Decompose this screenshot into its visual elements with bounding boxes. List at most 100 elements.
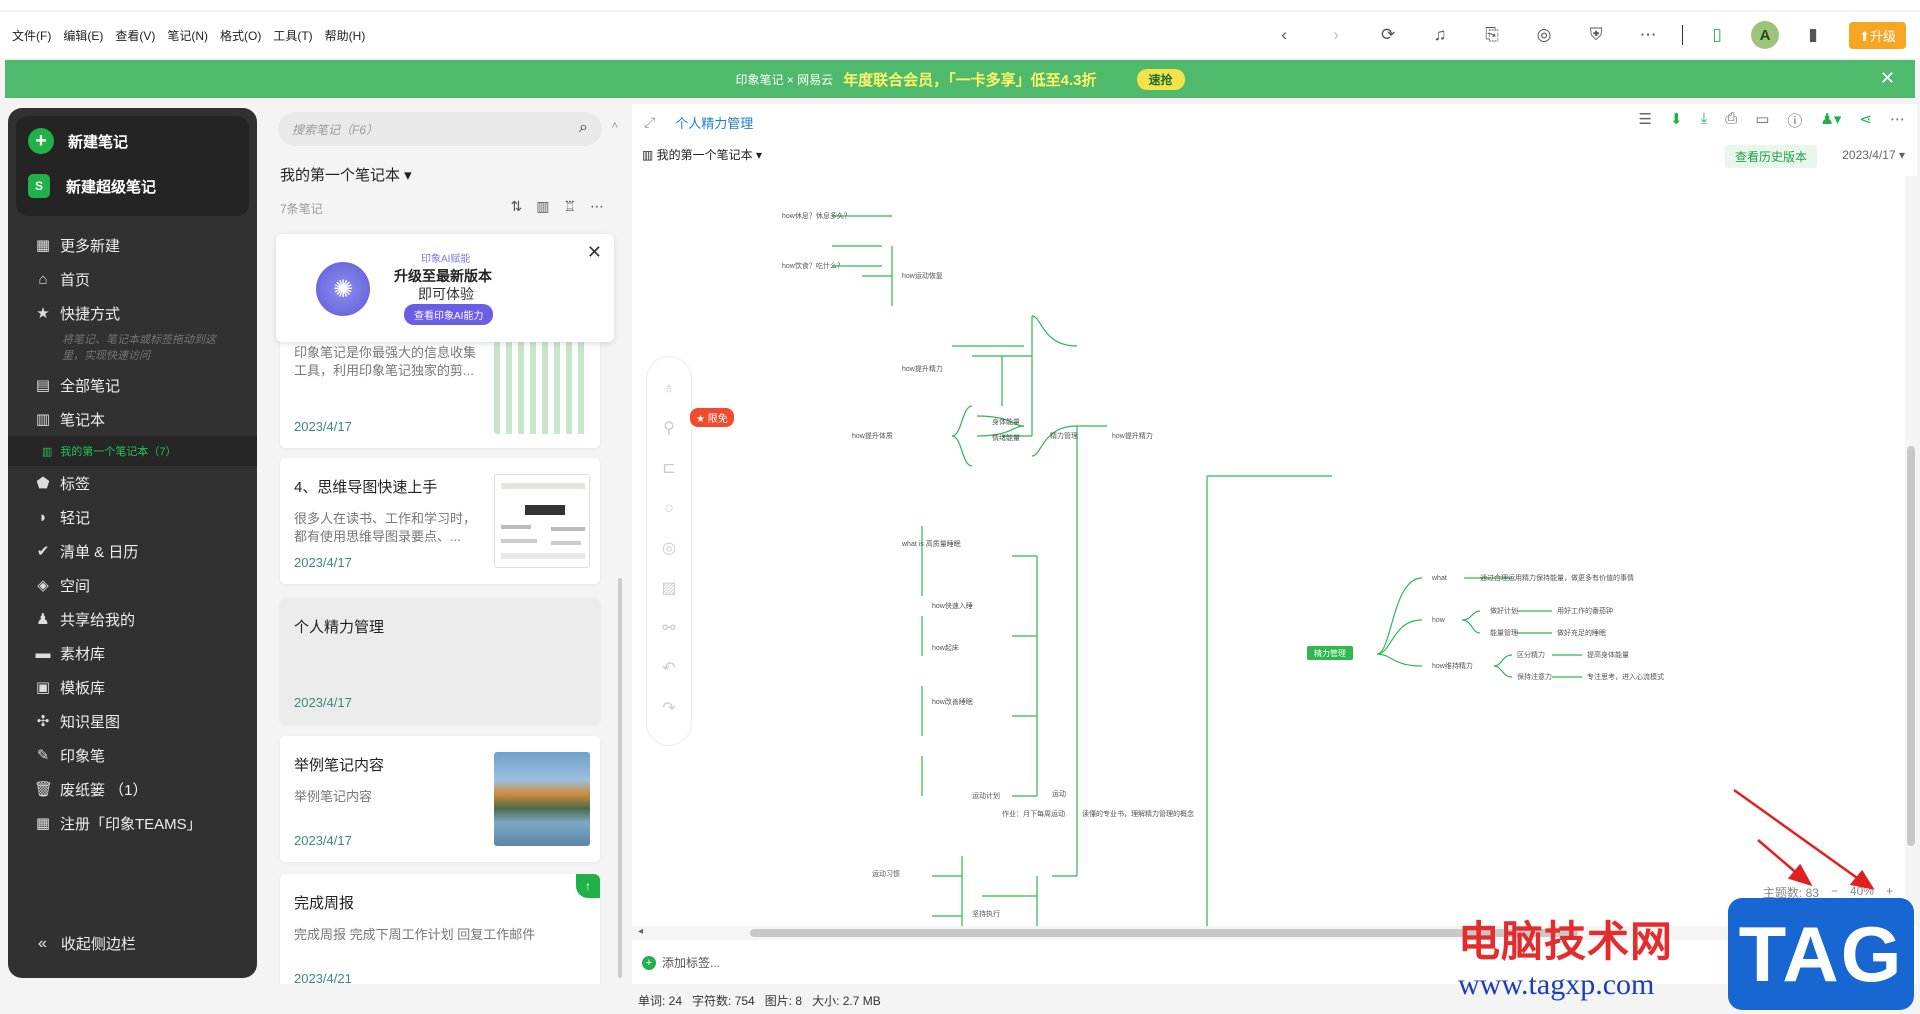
note-card[interactable]: 印象笔记是你最强大的信息收集工具，利用印象笔记独家的剪... 2023/4/17: [280, 338, 600, 448]
limited-free-badge[interactable]: ★ 限免: [690, 408, 734, 427]
view-icon[interactable]: ▥: [536, 198, 550, 214]
sidebar-item-label: 素材库: [60, 645, 106, 663]
menu-edit[interactable]: 编辑(E): [63, 28, 104, 43]
link-icon[interactable]: ⚯: [662, 620, 676, 637]
menu-file[interactable]: 文件(F): [12, 28, 52, 43]
notebook-selector[interactable]: ▥ 我的第一个笔记本 ▾: [642, 146, 762, 163]
sidebar-item-pen[interactable]: ✎印象笔: [8, 738, 257, 772]
download-icon[interactable]: ⤓: [1700, 110, 1708, 127]
note-card[interactable]: 举例笔记内容 举例笔记内容 2023/4/17: [280, 736, 600, 862]
sidebar-item-trash[interactable]: 🗑废纸篓 （1）: [8, 772, 257, 806]
sidebar-item-shortcuts[interactable]: ★快捷方式: [8, 296, 257, 330]
more-icon[interactable]: ⋯: [1639, 25, 1657, 44]
close-icon[interactable]: ✕: [586, 242, 602, 262]
more-icon[interactable]: ⋯: [590, 198, 604, 214]
search-input[interactable]: 搜索笔记（F6） ⌕: [278, 112, 602, 146]
mindmap-node-what: what: [1431, 575, 1447, 582]
mindmap-canvas[interactable]: 精力管理 what 通过合理运用精力保持能量，做更多有价值的事情 how 做好计…: [632, 176, 1907, 926]
horizontal-scrollbar[interactable]: ◂: [632, 926, 1907, 940]
share-icon[interactable]: ⋖: [1859, 111, 1872, 128]
note-list-scrollbar[interactable]: [618, 578, 622, 978]
sidebar-item-more-new[interactable]: ▦更多新建: [8, 228, 257, 262]
sidebar-item-quicknote[interactable]: ◗轻记: [8, 500, 257, 534]
collaborator-icon[interactable]: ♟▾: [1820, 111, 1842, 128]
note-card[interactable]: 4、思维导图快速上手 很多人在读书、工作和学习时，都有使用思维导图录要点、...…: [280, 458, 600, 584]
new-super-note-button[interactable]: S 新建超级笔记: [28, 174, 156, 198]
picture-icon[interactable]: ▨: [661, 580, 677, 597]
sidebar-item-space[interactable]: ◈空间: [8, 568, 257, 602]
bell-icon[interactable]: ♫: [1433, 25, 1447, 44]
notebook-title[interactable]: 我的第一个笔记本 ▾: [280, 167, 412, 184]
avatar[interactable]: A: [1751, 21, 1780, 49]
sidebar-item-teams[interactable]: ▦注册「印象TEAMS」: [8, 806, 257, 840]
sidebar-item-checklist[interactable]: ✔清单 & 日历: [8, 534, 257, 568]
scroll-thumb[interactable]: [750, 929, 1578, 937]
note-title: 4、思维导图快速上手: [294, 479, 438, 496]
sidebar-item-label: 注册「印象TEAMS」: [60, 815, 202, 833]
circle-icon[interactable]: ○: [664, 500, 674, 517]
sidebar-item-tags[interactable]: ⬟标签: [8, 466, 257, 500]
chevron-up-icon[interactable]: ˄: [611, 120, 618, 132]
info-icon[interactable]: ⓘ: [1787, 113, 1803, 130]
collapse-sidebar-button[interactable]: «收起侧边栏: [38, 933, 136, 954]
ai-view-button[interactable]: 查看印象AI能力: [404, 304, 494, 325]
bulb-icon[interactable]: ♁: [663, 380, 675, 397]
share-out-icon[interactable]: ⎘: [1485, 25, 1499, 44]
sidebar-item-my-first-notebook[interactable]: ▥我的第一个笔记本（7）: [8, 436, 257, 466]
book-icon[interactable]: ▮: [1808, 25, 1818, 44]
scroll-left-icon[interactable]: ◂: [638, 926, 644, 937]
note-card-selected[interactable]: 个人精力管理 2023/4/17: [280, 598, 600, 724]
redo-icon[interactable]: ↷: [662, 700, 676, 717]
menu-tools[interactable]: 工具(T): [273, 28, 313, 43]
sidebar-item-home[interactable]: ⌂首页: [8, 262, 257, 296]
sidebar-item-all-notes[interactable]: ▤全部笔记: [8, 368, 257, 402]
upgrade-label: 升级: [1869, 28, 1896, 44]
note-title-field[interactable]: 个人精力管理: [675, 115, 754, 131]
export-icon[interactable]: ⬇: [1670, 111, 1683, 128]
history-version-button[interactable]: 查看历史版本: [1724, 145, 1817, 168]
banner-grab-button[interactable]: 速抢: [1136, 68, 1185, 90]
upgrade-button[interactable]: ⬆升级: [1849, 21, 1906, 49]
present-icon[interactable]: ▭: [1755, 111, 1770, 128]
mindmap-leaf: 做好充足的睡眠: [1557, 628, 1606, 637]
back-icon[interactable]: ‹: [1281, 25, 1287, 44]
new-note-button[interactable]: + 新建笔记: [28, 128, 128, 154]
zoom-in-button[interactable]: +: [1885, 884, 1893, 898]
expand-icon[interactable]: ⤢: [644, 113, 656, 130]
close-icon[interactable]: ✕: [1879, 68, 1895, 88]
note-card[interactable]: ↑ 完成周报 完成周报 完成下周工作计划 回复工作邮件 2023/4/21: [280, 874, 600, 984]
scroll-thumb[interactable]: [1907, 446, 1915, 846]
menu-view[interactable]: 查看(V): [115, 28, 156, 43]
list-icon[interactable]: ☰: [1638, 111, 1652, 128]
branch-icon[interactable]: ⚲: [663, 420, 675, 437]
phone-icon[interactable]: ▯: [1712, 25, 1722, 44]
sort-icon[interactable]: ⇅: [510, 198, 523, 214]
sync-icon[interactable]: ⟳: [1380, 25, 1396, 44]
menu-format[interactable]: 格式(O): [220, 28, 262, 43]
zoom-out-button[interactable]: −: [1830, 884, 1838, 898]
add-tag-button[interactable]: + 添加标签...: [642, 954, 720, 971]
sidebar-item-knowledge-map[interactable]: ✣知识星图: [8, 704, 257, 738]
outline-icon[interactable]: ⊏: [662, 460, 676, 477]
more-icon[interactable]: ⋯: [1890, 111, 1905, 128]
date-selector[interactable]: 2023/4/17 ▾: [1842, 148, 1905, 162]
print-icon[interactable]: ⎙: [1725, 110, 1738, 127]
forward-icon[interactable]: ›: [1333, 25, 1339, 44]
shield-icon[interactable]: ⛨: [1589, 25, 1603, 44]
sidebar-item-materials[interactable]: ▬素材库: [8, 636, 257, 670]
search-icon[interactable]: ⌕: [579, 119, 588, 136]
reminder-icon[interactable]: ♖: [563, 198, 576, 214]
promo-banner[interactable]: 印象笔记 × 网易云 年度联合会员，「一卡多享」低至4.3折 速抢 ✕: [5, 60, 1915, 98]
sidebar-item-notebooks[interactable]: ▥笔记本: [8, 402, 257, 436]
char-count: 字符数: 754: [692, 993, 755, 1008]
menu-note[interactable]: 笔记(N): [167, 28, 208, 43]
target-icon[interactable]: ◎: [662, 540, 676, 557]
mindmap-float-toolbar: ♁ ⚲ ⊏ ○ ◎ ▨ ⚯ ↶ ↷: [646, 356, 692, 746]
undo-icon[interactable]: ↶: [662, 660, 676, 677]
menu-help[interactable]: 帮助(H): [324, 28, 366, 43]
sidebar-item-shared[interactable]: ♟共享给我的: [8, 602, 257, 636]
target-icon[interactable]: ◎: [1536, 25, 1552, 44]
vertical-scrollbar[interactable]: [1905, 176, 1917, 926]
sidebar-item-label: 废纸篓 （1）: [60, 781, 148, 799]
sidebar-item-templates[interactable]: ▣模板库: [8, 670, 257, 704]
